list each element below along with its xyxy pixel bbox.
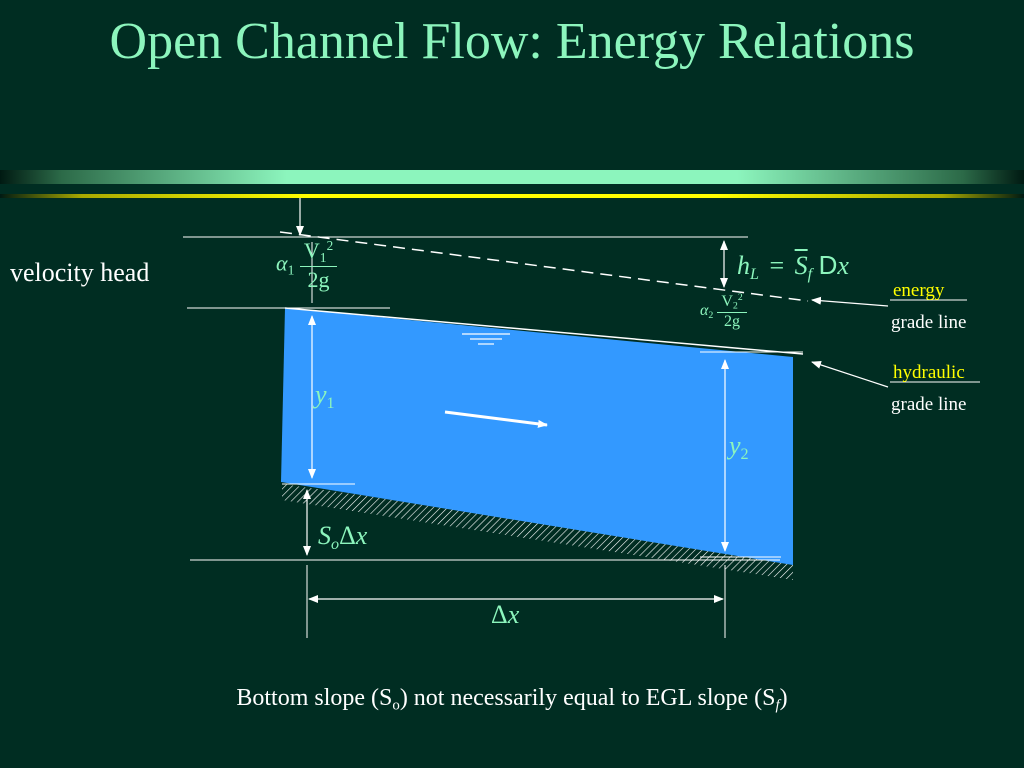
title-divider-line xyxy=(0,194,1024,198)
bed-drop-label: SoΔx xyxy=(318,521,368,553)
slide-title: Open Channel Flow: Energy Relations xyxy=(109,13,915,70)
energy-word: energy xyxy=(893,280,945,301)
hydraulic-label-pointer xyxy=(811,361,889,388)
hydraulic-word: hydraulic xyxy=(893,362,965,383)
hydraulic-grade-line-label: grade line xyxy=(891,394,967,415)
hydraulic-grade-line xyxy=(284,307,804,355)
water-body xyxy=(281,308,793,565)
head-loss-formula: hL = Sf Dx xyxy=(737,250,849,283)
slide-caption: Bottom slope (So) not necessarily equal … xyxy=(236,685,788,714)
channel-bed-hatching xyxy=(282,484,793,580)
energy-grade-line-label: grade line xyxy=(891,312,967,333)
title-divider-bar xyxy=(0,170,1024,184)
depth-y2-label: y2 xyxy=(729,431,749,463)
energy-label-pointer xyxy=(811,296,889,307)
velocity-head-label: velocity head xyxy=(10,258,150,287)
velocity-head-2-formula: α2 V22 2g xyxy=(700,292,747,331)
flow-direction-arrow xyxy=(444,410,548,428)
reach-length-label: Δx xyxy=(491,600,520,629)
depth-y1-label: y1 xyxy=(315,380,335,412)
velocity-head-1-formula: α1 V12 2g xyxy=(276,238,338,293)
energy-grade-line xyxy=(279,231,809,302)
